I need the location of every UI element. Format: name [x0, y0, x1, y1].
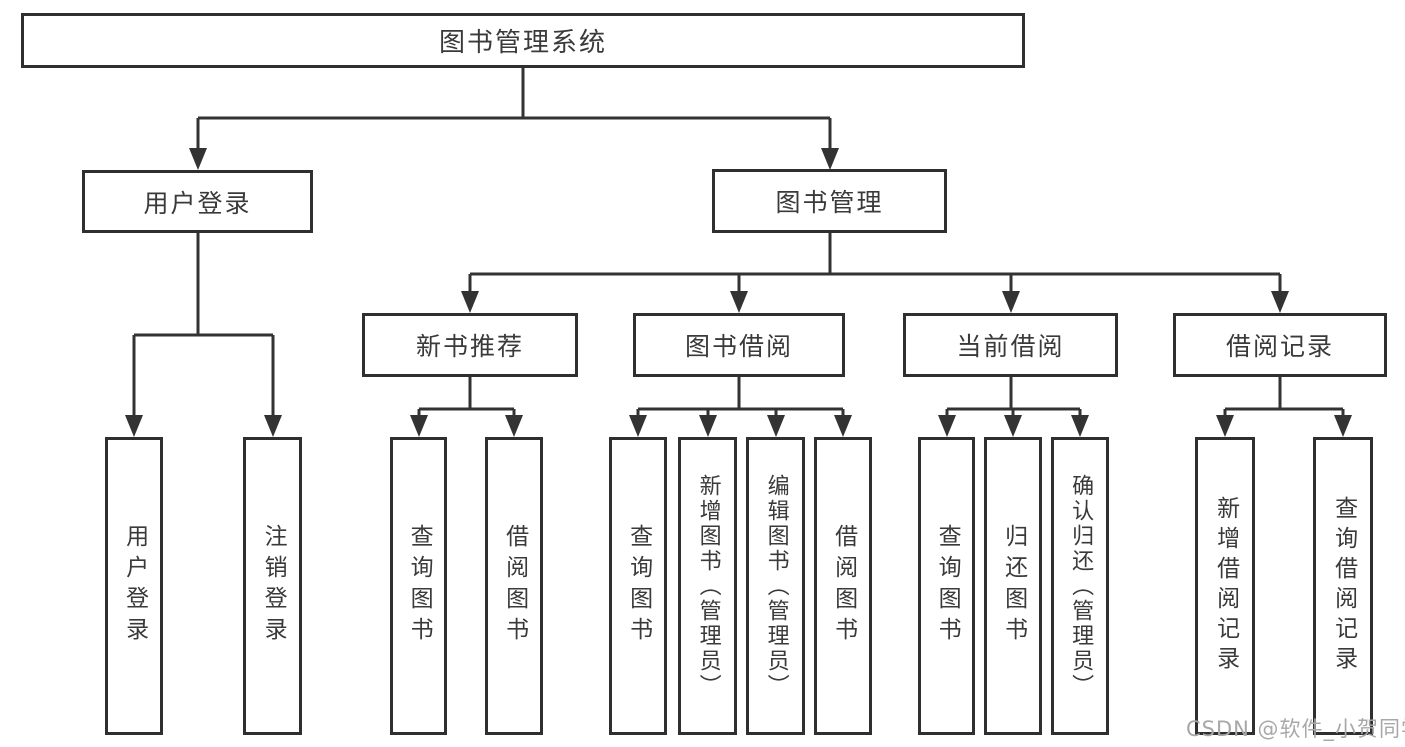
arrowhead-icon — [505, 415, 523, 437]
node-label: 新增借阅记录 — [1212, 496, 1239, 676]
node-label: 图书借阅 — [684, 332, 793, 361]
node-label: 当前借阅 — [956, 332, 1065, 361]
arrowhead-icon — [189, 148, 207, 170]
leaf-confirm-return-admin: 确认归还（管理员） — [1051, 437, 1109, 735]
leaf-query-books: 查询图书 — [918, 437, 975, 735]
watermark: CSDN @软件_小贺同学 — [1186, 717, 1405, 741]
arrowhead-icon — [410, 415, 428, 437]
node-label: 用户登录 — [121, 524, 148, 648]
leaf-return-book: 归还图书 — [984, 437, 1042, 735]
node-label: 查询图书 — [934, 524, 961, 648]
connector-new-book-to-leaves — [417, 377, 516, 419]
arrowhead-icon — [461, 291, 479, 313]
arrowhead-icon — [767, 415, 785, 437]
leaf-query-borrow-record: 查询借阅记录 — [1313, 437, 1373, 735]
node-new-book-recommendation: 新书推荐 — [362, 313, 578, 377]
leaf-user-login: 用户登录 — [105, 437, 163, 735]
leaf-logout: 注销登录 — [243, 437, 302, 735]
connector-book-borrow-to-leaves — [636, 377, 845, 419]
node-label: 图书管理系统 — [438, 28, 607, 58]
arrowhead-icon — [730, 291, 748, 313]
arrowhead-icon — [1271, 291, 1289, 313]
connector-root-to-level2 — [196, 68, 832, 152]
leaf-borrow-books: 借阅图书 — [485, 437, 543, 735]
connector-book-management-to-level3 — [468, 233, 1282, 295]
connector-user-login-to-leaves — [132, 233, 275, 419]
node-label: 用户登录 — [143, 188, 252, 218]
arrowhead-icon — [834, 415, 852, 437]
arrowhead-icon — [1002, 291, 1020, 313]
node-label: 查询借阅记录 — [1330, 496, 1357, 676]
node-label: 查询图书 — [625, 524, 652, 648]
leaf-query-books: 查询图书 — [390, 437, 447, 735]
node-label: 借阅图书 — [830, 524, 857, 648]
arrowhead-icon — [1334, 415, 1352, 437]
arrowhead-icon — [629, 415, 647, 437]
leaf-add-book-admin: 新增图书（管理员） — [678, 437, 737, 735]
connector-current-borrow-to-leaves — [945, 377, 1082, 419]
node-label: 编辑图书（管理员） — [763, 473, 789, 699]
node-label: 新书推荐 — [415, 332, 524, 361]
leaf-query-books: 查询图书 — [609, 437, 667, 735]
node-borrowing-records: 借阅记录 — [1173, 313, 1387, 377]
node-label: 新增图书（管理员） — [695, 473, 721, 699]
connector-borrow-records-to-leaves — [1223, 377, 1345, 419]
arrowhead-icon — [264, 415, 282, 437]
node-book-borrowing: 图书借阅 — [633, 313, 845, 377]
node-label: 归还图书 — [1000, 524, 1027, 648]
node-label: 图书管理 — [775, 188, 884, 217]
leaf-add-borrow-record: 新增借阅记录 — [1195, 437, 1255, 735]
node-book-management: 图书管理 — [712, 169, 947, 233]
arrowhead-icon — [938, 415, 956, 437]
node-library-management-system: 图书管理系统 — [21, 13, 1025, 68]
node-label: 查询图书 — [406, 524, 433, 648]
node-current-borrowing: 当前借阅 — [903, 313, 1118, 377]
arrowhead-icon — [1071, 415, 1089, 437]
leaf-edit-book-admin: 编辑图书（管理员） — [746, 437, 805, 735]
arrowhead-icon — [1216, 415, 1234, 437]
node-label: 确认归还（管理员） — [1068, 473, 1094, 699]
node-label: 注销登录 — [260, 524, 287, 648]
node-label: 借阅记录 — [1225, 332, 1334, 361]
arrowhead-icon — [821, 148, 839, 170]
node-user-login: 用户登录 — [82, 170, 313, 233]
arrowhead-icon — [1004, 415, 1022, 437]
leaf-borrow-books: 借阅图书 — [814, 437, 872, 735]
arrowhead-icon — [125, 415, 143, 437]
node-label: 借阅图书 — [501, 524, 528, 648]
arrowhead-icon — [699, 415, 717, 437]
